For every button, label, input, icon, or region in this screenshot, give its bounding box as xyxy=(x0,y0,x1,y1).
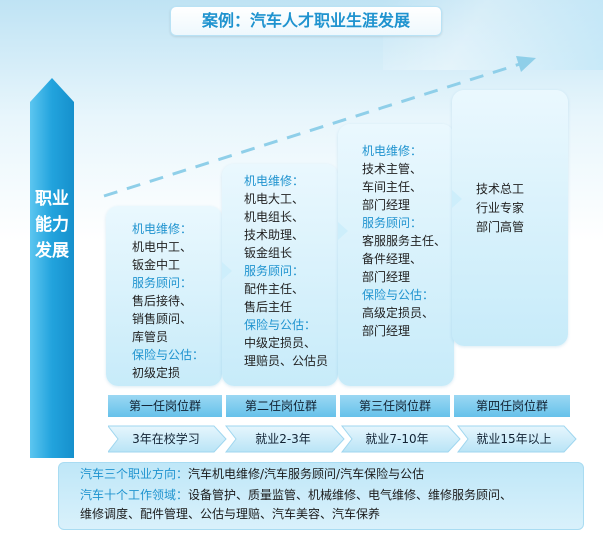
timeline-label-1: 3年在校学习 xyxy=(132,432,200,446)
work-areas-text: 设备管护、质量监管、机械维修、电气维修、维修服务顾问、 xyxy=(188,488,513,502)
position-item: 技术主管、 xyxy=(362,162,423,176)
career-directions-text: 汽车机电维修/汽车服务顾问/汽车保险与公估 xyxy=(188,467,425,481)
position-item: 售后主任 xyxy=(244,300,293,314)
position-item: 车间主任、 xyxy=(362,180,423,194)
position-item: 备件经理、 xyxy=(362,252,423,266)
group-label-3: 第三任岗位群 xyxy=(340,395,450,417)
position-item: 理赔员、公估员 xyxy=(244,354,329,368)
position-item: 配件主任、 xyxy=(244,282,305,296)
position-item: 行业专家 xyxy=(476,201,525,215)
position-item: 部门高管 xyxy=(476,220,525,234)
stage-1-positions: 机电维修： 机电中工、钣金中工服务顾问： 售后接待、销售顾问、库管员保险与公估： 初级… xyxy=(132,220,204,382)
group-label-4: 第四任岗位群 xyxy=(454,395,570,417)
position-item: 钣金组长 xyxy=(244,246,293,260)
position-item: 库管员 xyxy=(132,330,169,344)
group-label-1: 第一任岗位群 xyxy=(108,395,222,417)
position-item: 技术总工 xyxy=(476,182,525,196)
work-areas-line-2: 维修调度、配件管理、公估与理赔、汽车美容、汽车保养 xyxy=(80,507,381,521)
position-category: 机电维修： xyxy=(132,222,193,236)
position-category: 服务顾问： xyxy=(132,276,193,290)
vertical-label: 职业能力发展 xyxy=(35,189,69,261)
position-category: 保险与公估： xyxy=(132,348,205,362)
stage-notch-1 xyxy=(222,262,232,280)
stage-3-positions: 机电维修：技术主管、车间主任、部门经理服务顾问：客服服务主任、备件经理、部门经理… xyxy=(362,142,446,340)
group-label-2: 第二任岗位群 xyxy=(226,395,336,417)
position-category: 服务顾问： xyxy=(244,264,305,278)
position-category: 机电维修： xyxy=(362,144,423,158)
position-item: 客服服务主任、 xyxy=(362,234,447,248)
work-areas-label: 汽车十个工作领域： xyxy=(80,488,189,502)
position-item: 部门经理 xyxy=(362,198,411,212)
page-title: 案例：汽车人才职业生涯发展 xyxy=(170,6,442,36)
career-directions-line: 汽车三个职业方向：汽车机电维修/汽车服务顾问/汽车保险与公估 xyxy=(80,466,424,482)
up-arrow-icon xyxy=(30,78,74,458)
career-summary-panel xyxy=(58,462,584,530)
position-item: 机电大工、 xyxy=(244,192,305,206)
timeline-label-3: 就业7-10年 xyxy=(365,432,429,446)
position-item: 机电组长、 xyxy=(244,210,305,224)
position-category: 保险与公估： xyxy=(362,288,435,302)
position-item: 部门经理 xyxy=(362,324,411,338)
stage-card-3 xyxy=(338,124,454,386)
stage-4-positions: 技术总工行业专家部门高管 xyxy=(476,180,524,237)
timeline-label-4: 就业15年以上 xyxy=(476,432,552,446)
stage-2-positions: 机电维修： 机电大工、机电组长、技术助理、钣金组长服务顾问： 配件主任、售后主任保险… xyxy=(244,172,328,370)
position-item: 售后接待、 xyxy=(132,294,193,308)
position-item: 钣金中工 xyxy=(132,258,181,272)
timeline-arrows xyxy=(108,425,577,453)
position-item: 初级定损 xyxy=(132,366,181,380)
position-item: 中级定损员、 xyxy=(244,336,317,350)
position-item: 部门经理 xyxy=(362,270,411,284)
career-directions-label: 汽车三个职业方向： xyxy=(80,467,189,481)
position-item: 技术助理、 xyxy=(244,228,305,242)
position-item: 销售顾问、 xyxy=(132,312,193,326)
stage-notch-2 xyxy=(338,222,348,240)
position-category: 保险与公估： xyxy=(244,318,317,332)
stage-card-2 xyxy=(222,164,338,386)
position-category: 机电维修： xyxy=(244,174,305,188)
stage-card-4 xyxy=(452,90,568,346)
position-item: 机电中工、 xyxy=(132,240,193,254)
stage-notch-3 xyxy=(452,190,462,208)
stage-card-1 xyxy=(106,206,222,386)
position-category: 服务顾问： xyxy=(362,216,423,230)
timeline-label-2: 就业2-3年 xyxy=(255,432,311,446)
vertical-ability-bar: 职业能力发展 xyxy=(30,78,74,458)
work-areas-line: 汽车十个工作领域：设备管护、质量监管、机械维修、电气维修、维修服务顾问、 xyxy=(80,487,512,503)
position-item: 高级定损员、 xyxy=(362,306,435,320)
